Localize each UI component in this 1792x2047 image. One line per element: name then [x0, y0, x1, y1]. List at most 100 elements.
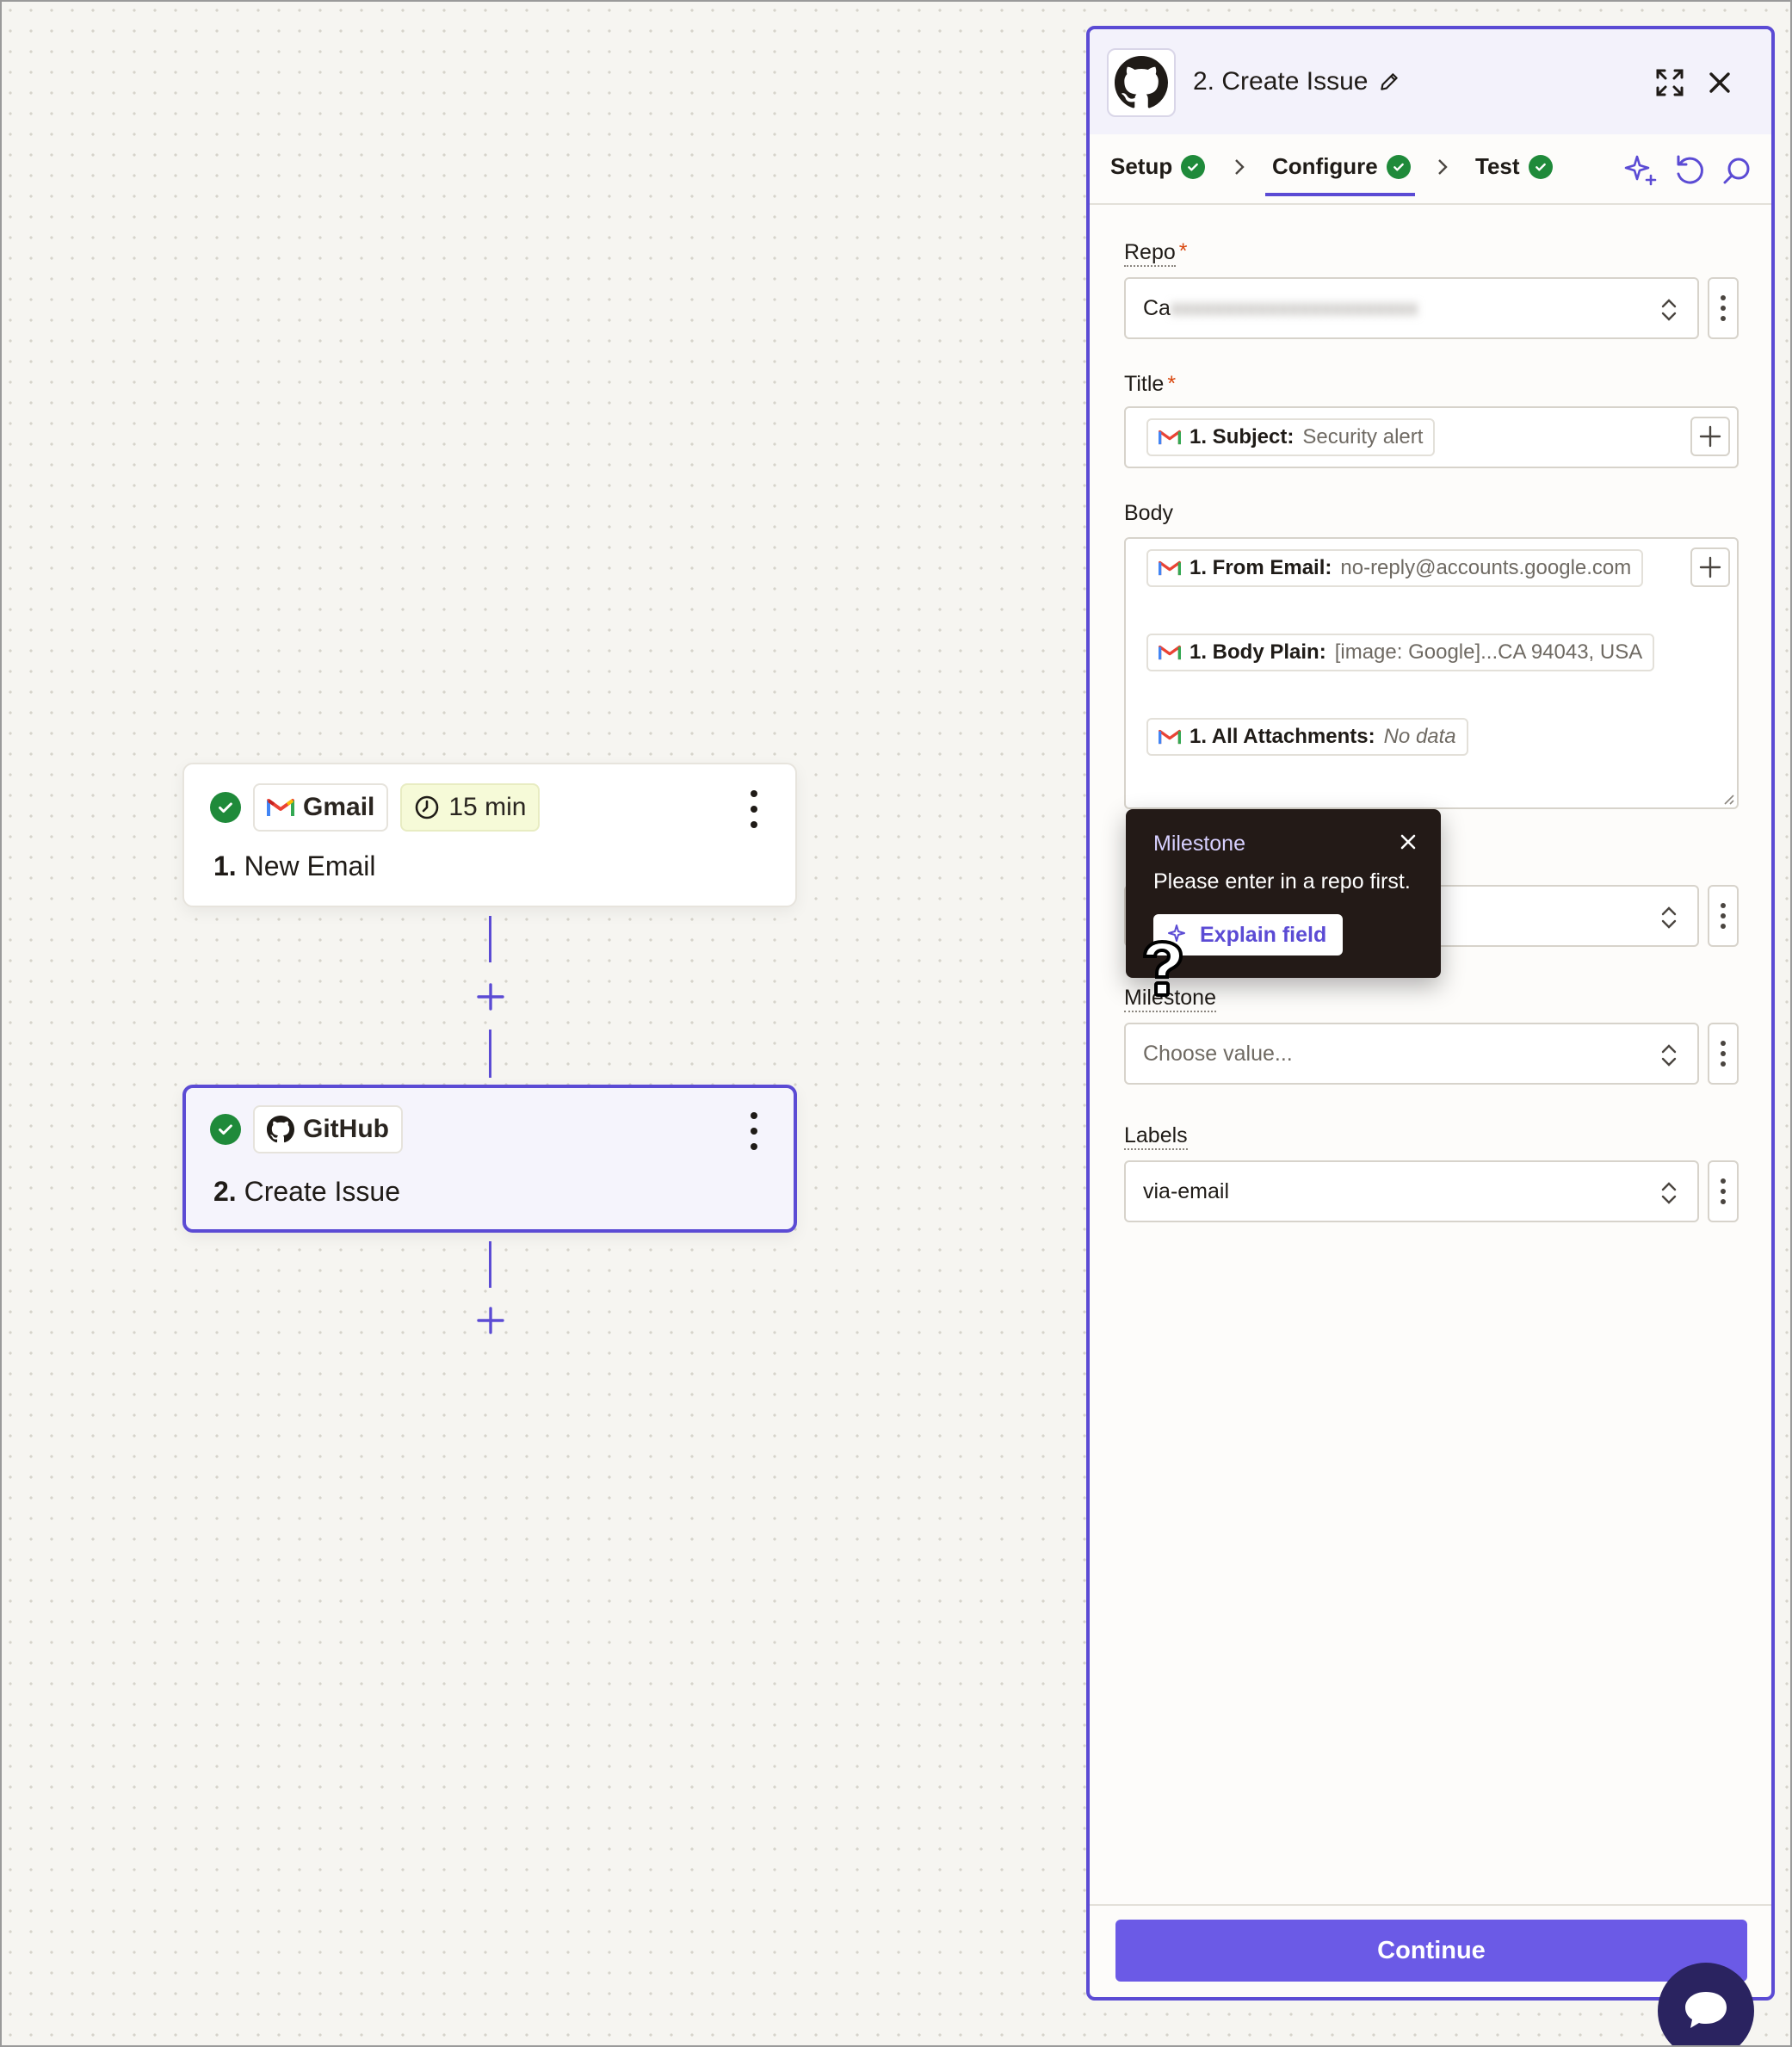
step-title-text: Create Issue	[244, 1176, 400, 1207]
undo-icon[interactable]	[1672, 153, 1706, 188]
footer-divider	[1090, 1904, 1771, 1906]
labels-label-text: Labels	[1124, 1122, 1188, 1150]
plus-icon[interactable]	[1690, 417, 1730, 456]
title-label: Title*	[1124, 372, 1176, 397]
plus-icon[interactable]	[475, 981, 506, 1012]
clock-icon	[416, 795, 439, 819]
milestone-placeholder: Choose value...	[1143, 1041, 1293, 1066]
body-label-text: Body	[1124, 501, 1173, 525]
required-marker: *	[1167, 372, 1177, 396]
gmail-icon	[1159, 430, 1181, 445]
app-chip-label: Gmail	[303, 793, 375, 821]
plus-icon[interactable]	[1690, 547, 1730, 587]
gmail-icon	[1159, 560, 1181, 576]
milestone-label: Milestone	[1124, 985, 1216, 1012]
labels-label: Labels	[1124, 1122, 1188, 1150]
updown-icon	[1661, 1182, 1677, 1204]
mapped-field-pill[interactable]: 1. Subject: Security alert	[1146, 418, 1436, 456]
repo-value: Ca	[1143, 295, 1171, 320]
updown-icon	[1661, 299, 1677, 321]
sparkle-icon[interactable]	[1623, 153, 1658, 188]
step-number: 2.	[213, 1176, 237, 1207]
more-vertical-icon[interactable]	[745, 790, 763, 828]
plus-icon[interactable]	[475, 1305, 506, 1336]
pencil-icon[interactable]	[1378, 71, 1400, 93]
sparkle-icon	[1168, 925, 1185, 942]
resize-handle-icon[interactable]	[1720, 790, 1735, 806]
connector-line	[489, 1241, 491, 1288]
milestone-select[interactable]: Choose value...	[1124, 1023, 1699, 1085]
chat-icon[interactable]	[1658, 1963, 1754, 2047]
pill-value: Security alert	[1302, 425, 1424, 448]
pill-key: 1. From Email:	[1190, 556, 1332, 579]
tab-configure[interactable]: Configure	[1272, 153, 1411, 180]
repo-value-obscured: xxxxxxxxxxxxxxxxxxxxxxx	[1170, 295, 1418, 320]
continue-button[interactable]: Continue	[1115, 1920, 1747, 1982]
app-chip-label: GitHub	[303, 1115, 389, 1143]
milestone-label-text: Milestone	[1124, 985, 1216, 1012]
gmail-icon	[1159, 645, 1181, 660]
poll-interval-badge: 15 min	[400, 783, 541, 832]
step-editor-panel: 2. Create Issue Setup Configure Test Rep…	[1086, 26, 1775, 2001]
github-icon	[267, 1116, 294, 1143]
updown-icon	[1661, 906, 1677, 929]
panel-header: 2. Create Issue	[1090, 29, 1771, 134]
more-vertical-icon[interactable]	[745, 1112, 763, 1150]
updown-icon	[1661, 1044, 1677, 1067]
step-title: 1. New Email	[213, 850, 376, 882]
connector-line	[489, 916, 491, 962]
app-chip-gmail: Gmail	[253, 783, 389, 832]
pill-key: 1. Subject:	[1190, 425, 1295, 448]
poll-interval-label: 15 min	[448, 793, 527, 821]
tooltip-title: Milestone	[1153, 832, 1245, 856]
tab-configure-label: Configure	[1272, 153, 1378, 179]
repo-label-text: Repo	[1124, 239, 1176, 267]
tab-test-label: Test	[1475, 153, 1520, 179]
expand-icon[interactable]	[1653, 65, 1687, 100]
more-vertical-icon[interactable]	[1708, 885, 1739, 947]
panel-title-text: 2. Create Issue	[1193, 67, 1369, 96]
tab-setup-label: Setup	[1110, 153, 1173, 179]
more-vertical-icon[interactable]	[1708, 277, 1739, 339]
body-label: Body	[1124, 501, 1173, 526]
tooltip-text: Please enter in a repo first.	[1153, 869, 1411, 894]
step-card-github[interactable]: GitHub 2. Create Issue	[182, 1085, 797, 1233]
step-card-gmail[interactable]: Gmail 15 min 1. New Email	[182, 763, 797, 907]
search-icon[interactable]	[1720, 153, 1754, 188]
more-vertical-icon[interactable]	[1708, 1023, 1739, 1085]
panel-title[interactable]: 2. Create Issue	[1193, 67, 1400, 96]
labels-select[interactable]: via-email	[1124, 1160, 1699, 1222]
close-icon[interactable]	[1398, 832, 1418, 852]
required-marker: *	[1178, 239, 1188, 263]
labels-value: via-email	[1143, 1178, 1230, 1203]
step-number: 1.	[213, 850, 237, 881]
active-tab-indicator	[1265, 193, 1415, 196]
more-vertical-icon[interactable]	[1708, 1160, 1739, 1222]
tab-setup[interactable]: Setup	[1110, 153, 1206, 180]
pill-value: [image: Google]...CA 94043, USA	[1334, 640, 1643, 664]
check-circle-icon	[210, 1114, 241, 1145]
body-input[interactable]: 1. From Email: no-reply@accounts.google.…	[1124, 537, 1739, 809]
check-circle-icon	[210, 792, 241, 823]
mapped-field-pill[interactable]: 1. All Attachments: No data	[1146, 718, 1468, 756]
title-label-text: Title	[1124, 372, 1165, 396]
close-icon[interactable]	[1702, 65, 1737, 100]
github-icon	[1107, 48, 1176, 117]
pill-value: No data	[1383, 725, 1456, 748]
pill-value: no-reply@accounts.google.com	[1340, 556, 1632, 579]
mapped-field-pill[interactable]: 1. From Email: no-reply@accounts.google.…	[1146, 549, 1644, 587]
step-tabs: Setup Configure Test	[1090, 134, 1771, 205]
tab-test[interactable]: Test	[1475, 153, 1553, 180]
step-title: 2. Create Issue	[213, 1176, 400, 1208]
gmail-icon	[267, 799, 294, 816]
connector-line	[489, 1030, 491, 1078]
explain-field-label: Explain field	[1200, 922, 1327, 947]
mapped-field-pill[interactable]: 1. Body Plain: [image: Google]...CA 9404…	[1146, 634, 1655, 671]
app-chip-github: GitHub	[253, 1105, 403, 1153]
chevron-right-icon	[1438, 159, 1448, 175]
title-input[interactable]: 1. Subject: Security alert	[1124, 406, 1739, 468]
explain-field-button[interactable]: Explain field	[1153, 914, 1343, 955]
repo-label: Repo*	[1124, 239, 1188, 267]
check-circle-icon	[1386, 154, 1411, 179]
